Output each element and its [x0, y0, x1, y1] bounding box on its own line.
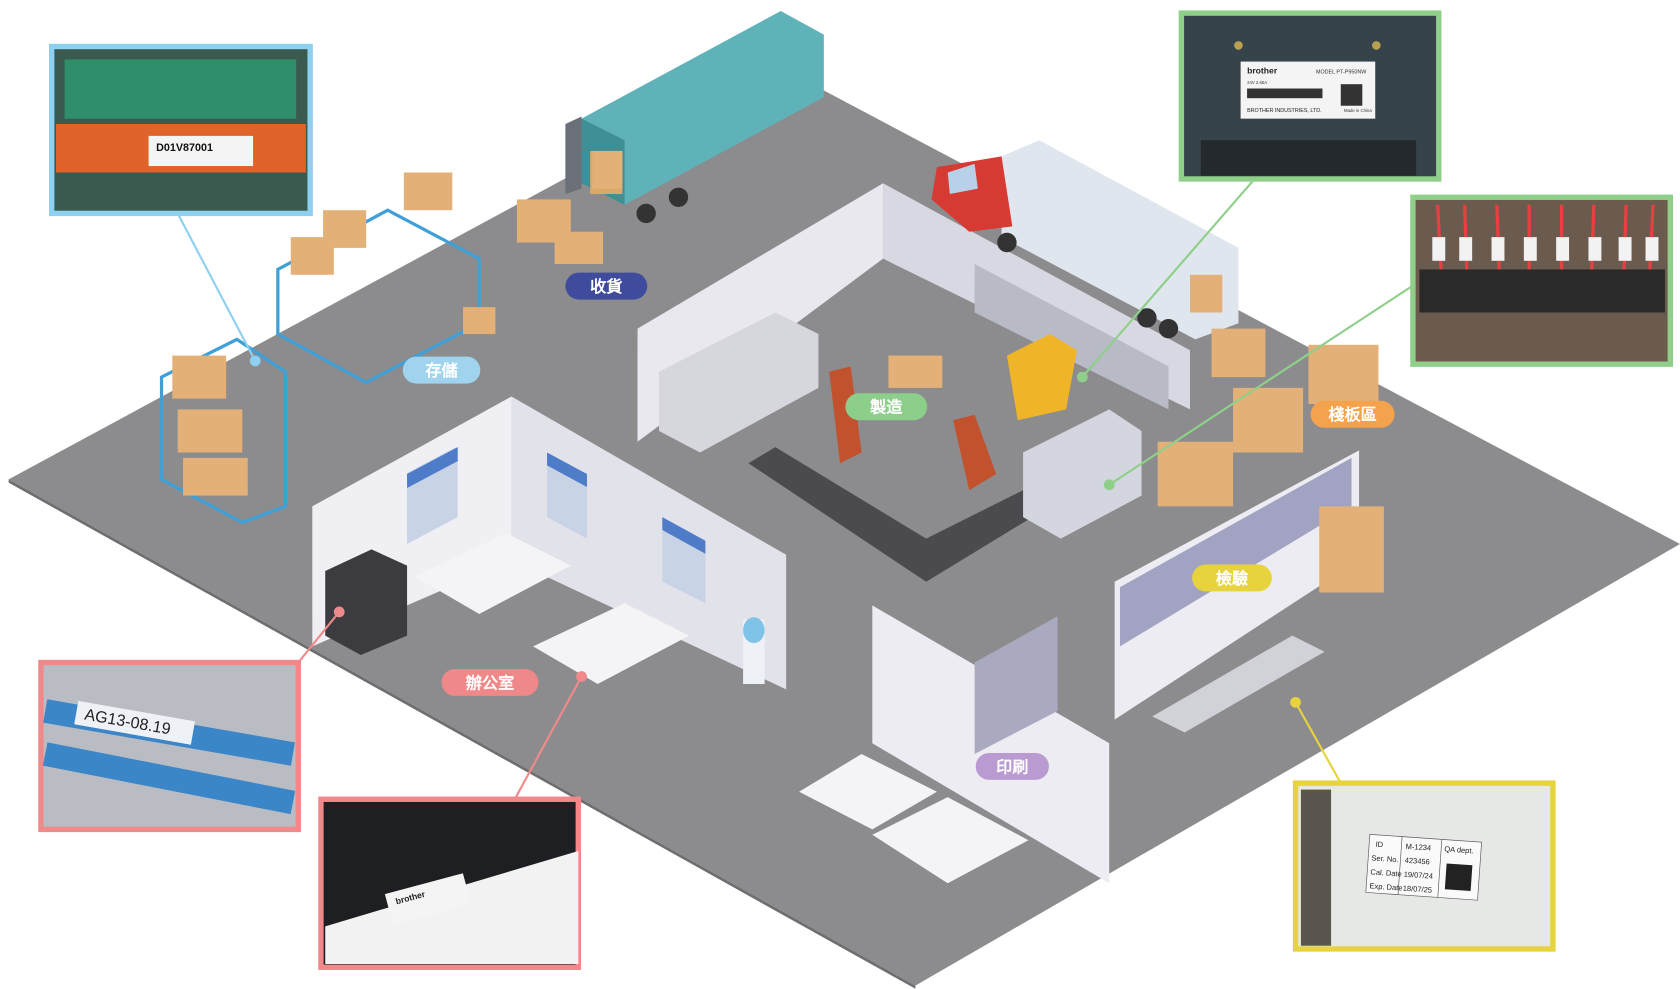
svg-text:BROTHER INDUSTRIES, LTD.: BROTHER INDUSTRIES, LTD.: [1247, 108, 1322, 114]
svg-text:QA dept.: QA dept.: [1444, 844, 1474, 855]
svg-text:存儲: 存儲: [425, 361, 457, 380]
zone-label-inspection: 檢驗: [1192, 564, 1272, 592]
office-desks: [414, 533, 571, 615]
printing-desks: [799, 754, 937, 830]
svg-text:檢驗: 檢驗: [1216, 569, 1249, 588]
zone-label-office: 辦公室: [441, 668, 539, 696]
callout-terminal-labels: [1410, 194, 1673, 367]
callout-device-label: brother MODEL PT-P950NW 24V 2.65A BROTHE…: [1178, 10, 1442, 182]
svg-text:Cal. Date: Cal. Date: [1370, 867, 1402, 878]
callout-cable-labels: AG13-08.19: [38, 659, 301, 833]
zone-label-manufacturing: 製造: [845, 393, 928, 421]
zone-label-receiving: 收貨: [565, 272, 648, 300]
conveyor: [748, 447, 1050, 582]
svg-text:D01V87001: D01V87001: [156, 142, 213, 154]
callout-shelf-label: D01V87001: [49, 43, 313, 217]
zone-label-printing: 印刷: [975, 752, 1049, 780]
svg-text:19/07/24: 19/07/24: [1403, 870, 1433, 881]
svg-text:收貨: 收貨: [590, 277, 622, 296]
office-wall-right: [511, 396, 787, 690]
svg-text:ID: ID: [1375, 840, 1384, 850]
svg-text:24V 2.65A: 24V 2.65A: [1247, 80, 1267, 85]
svg-text:辦公室: 辦公室: [466, 673, 514, 692]
svg-text:Ser. No.: Ser. No.: [1371, 853, 1399, 864]
svg-text:製造: 製造: [869, 398, 903, 417]
zone-label-storage: 存儲: [402, 356, 481, 384]
svg-text:18/07/25: 18/07/25: [1402, 884, 1432, 895]
zone-label-pallet: 棧板區: [1310, 400, 1395, 428]
pallet-truck: [931, 140, 1239, 340]
svg-text:M-1234: M-1234: [1405, 842, 1431, 853]
svg-text:brother: brother: [1247, 65, 1278, 75]
boxes: [172, 150, 1384, 593]
svg-text:MODEL PT-P950NW: MODEL PT-P950NW: [1316, 69, 1367, 75]
svg-text:印刷: 印刷: [996, 757, 1028, 776]
server-rack: [325, 549, 408, 655]
svg-text:423456: 423456: [1404, 856, 1430, 867]
svg-text:棧板區: 棧板區: [1328, 405, 1376, 424]
inspection-bench: [1152, 635, 1325, 733]
callout-laptop-label: brother: [318, 796, 581, 970]
production-machine: [659, 312, 819, 453]
svg-text:Made in China: Made in China: [1344, 108, 1372, 113]
svg-text:Exp. Date: Exp. Date: [1369, 881, 1403, 892]
